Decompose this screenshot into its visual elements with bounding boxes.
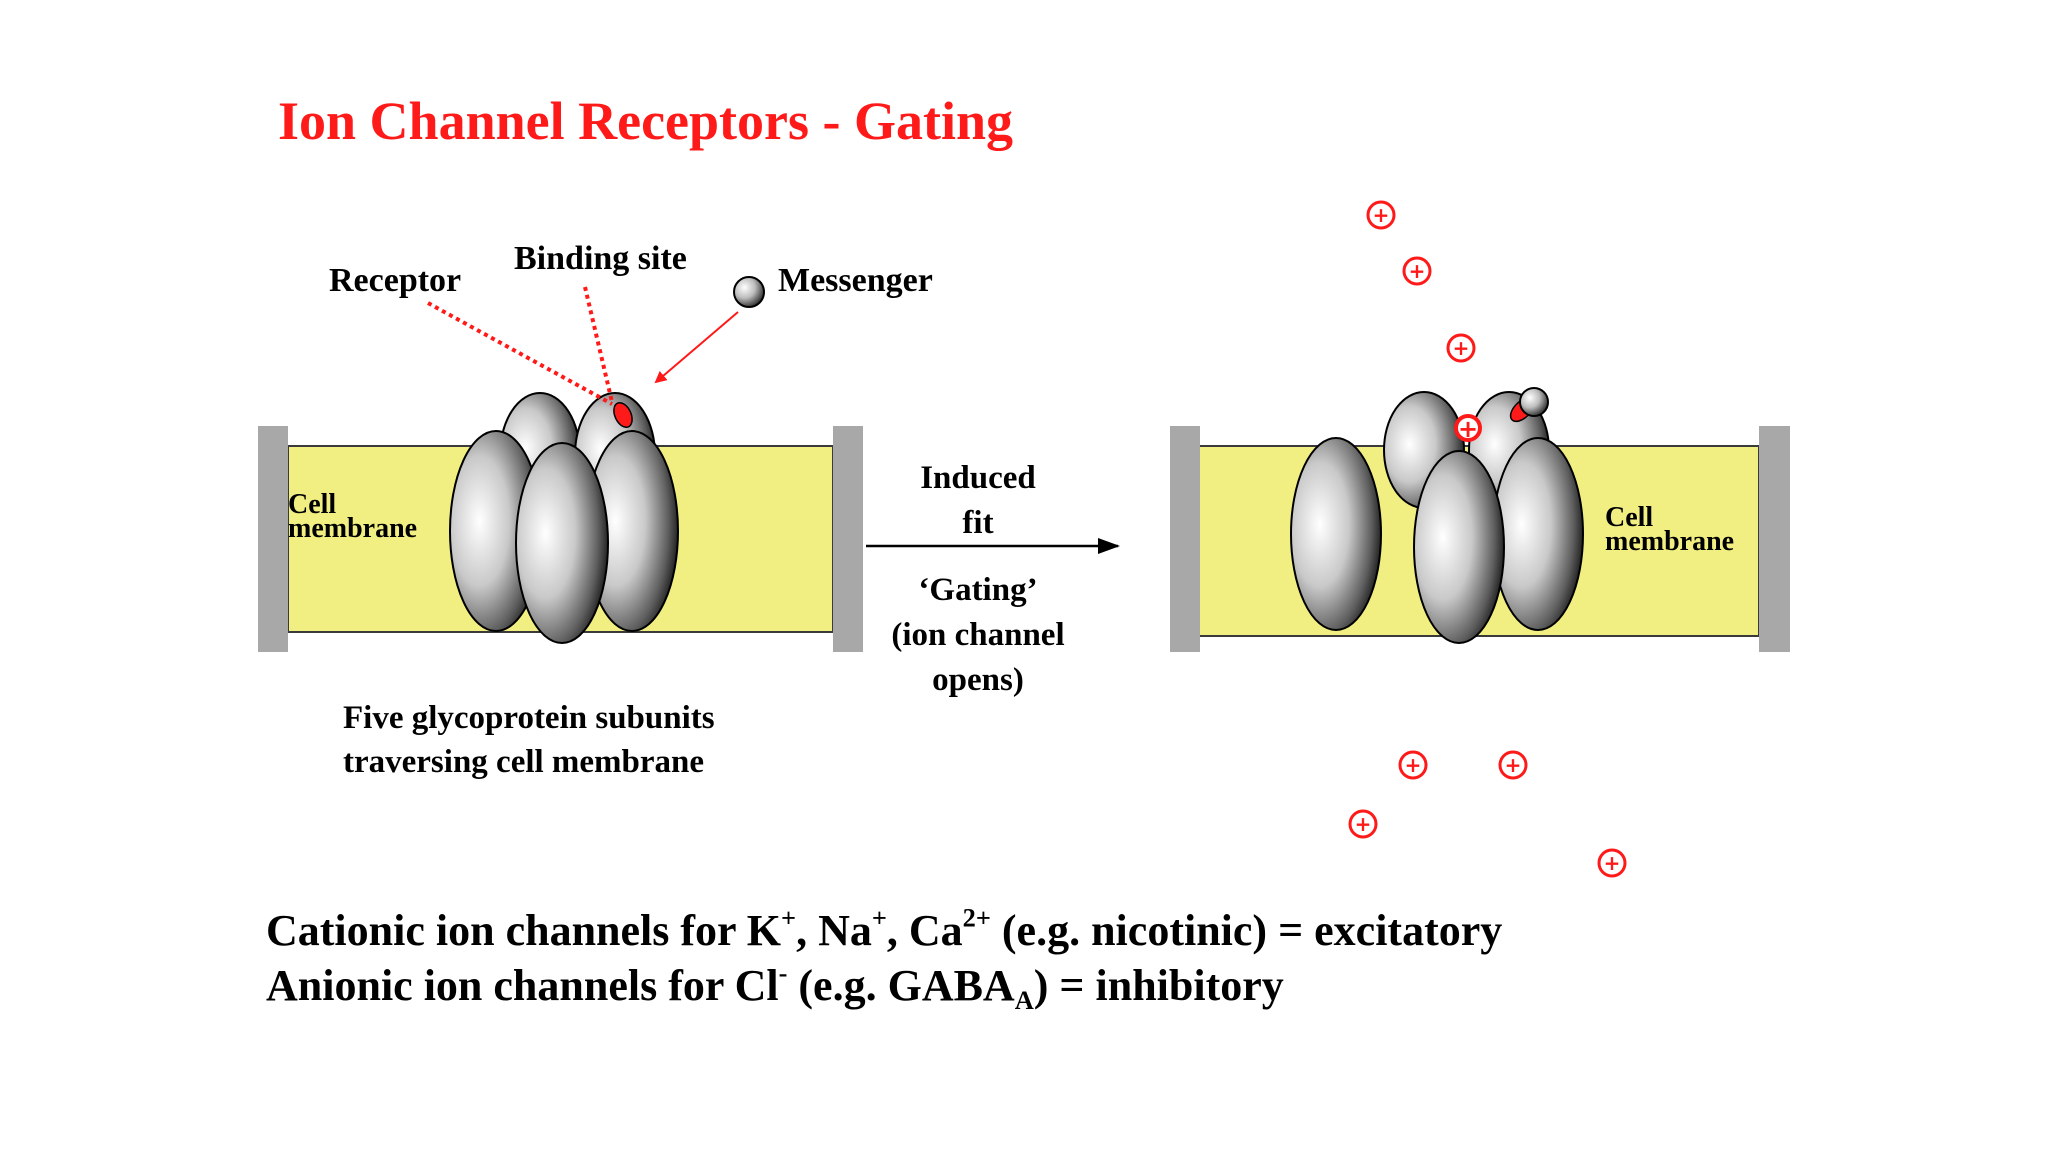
induced-fit-line1: Induced bbox=[920, 460, 1036, 496]
left-caption-line1: Five glycoprotein subunits bbox=[343, 700, 715, 736]
ca-charge: 2+ bbox=[962, 902, 991, 933]
right-membrane-label: Cell membrane bbox=[1605, 502, 1735, 557]
cation: + bbox=[1348, 809, 1378, 839]
cationic-note: Cationic ion channels for K+, Na+, Ca2+ … bbox=[266, 902, 1503, 956]
binding-site bbox=[613, 401, 633, 429]
binding-site-pointer bbox=[583, 286, 614, 403]
left-caption-line2: traversing cell membrane bbox=[343, 744, 705, 780]
open-subunit-front-3 bbox=[1492, 437, 1584, 631]
left-membrane-label-line2: membrane bbox=[288, 513, 418, 544]
cationic-suffix: (e.g. nicotinic) = excitatory bbox=[990, 906, 1503, 955]
messenger-molecule bbox=[733, 276, 765, 308]
anionic-suffix: ) = inhibitory bbox=[1033, 961, 1284, 1010]
left-membrane-edge-right bbox=[833, 426, 863, 652]
cation-ring bbox=[1446, 333, 1476, 363]
cation-ring bbox=[1498, 750, 1528, 780]
receptor-label: Receptor bbox=[329, 262, 462, 299]
gating-line3: opens) bbox=[932, 662, 1024, 698]
channel-ion-plus-icon: + bbox=[1458, 415, 1478, 443]
k-charge: + bbox=[781, 902, 797, 933]
plus-icon: + bbox=[1604, 851, 1621, 875]
cl-charge: - bbox=[778, 957, 788, 988]
cation-ring bbox=[1348, 809, 1378, 839]
messenger-arrow bbox=[654, 311, 739, 384]
messenger-label: Messenger bbox=[778, 262, 933, 299]
cation: + bbox=[1446, 333, 1476, 363]
left-membrane-edge-left bbox=[258, 426, 288, 652]
induced-fit-line2: fit bbox=[962, 505, 994, 541]
subunit-front-2 bbox=[515, 442, 609, 644]
left-membrane-label: Cell membrane bbox=[288, 489, 418, 544]
cationic-na: , Na bbox=[796, 906, 872, 955]
right-membrane-edge-left bbox=[1170, 426, 1200, 652]
open-subunit-front-2 bbox=[1413, 450, 1505, 644]
plus-icon: + bbox=[1505, 753, 1522, 777]
right-membrane-edge-right bbox=[1759, 426, 1790, 652]
plus-icon: + bbox=[1405, 753, 1422, 777]
anionic-mid: (e.g. GABA bbox=[787, 961, 1015, 1010]
receptor-closed bbox=[449, 392, 679, 644]
gating-line1: ‘Gating’ bbox=[918, 572, 1038, 608]
left-membrane-label-line1: Cell bbox=[288, 489, 337, 520]
receptor-pointer bbox=[427, 301, 613, 406]
gating-label: ‘Gating’ (ion channel opens) bbox=[858, 568, 1098, 703]
channel-ion bbox=[1454, 414, 1482, 442]
cation-ring bbox=[1366, 200, 1396, 230]
cation: + bbox=[1498, 750, 1528, 780]
cation: + bbox=[1597, 848, 1627, 878]
cationic-prefix: Cationic ion channels for K bbox=[266, 906, 782, 955]
cation: + bbox=[1402, 256, 1432, 286]
cationic-ca: , Ca bbox=[886, 906, 963, 955]
anionic-note: Anionic ion channels for Cl- (e.g. GABAA… bbox=[266, 957, 1284, 1013]
induced-fit-label: Induced fit bbox=[878, 456, 1078, 546]
cation-ring bbox=[1597, 848, 1627, 878]
cation: + bbox=[1366, 200, 1396, 230]
right-membrane-label-line1: Cell bbox=[1605, 502, 1654, 533]
slide-title: Ion Channel Receptors - Gating bbox=[278, 91, 1014, 151]
left-caption: Five glycoprotein subunits traversing ce… bbox=[343, 696, 715, 784]
receptor-open: + bbox=[1290, 387, 1584, 644]
plus-icon: + bbox=[1373, 203, 1390, 227]
open-subunit-front-1 bbox=[1290, 437, 1382, 631]
cation: + bbox=[1398, 750, 1428, 780]
plus-icon: + bbox=[1355, 812, 1372, 836]
cation-ring bbox=[1402, 256, 1432, 286]
bound-messenger bbox=[1519, 387, 1549, 417]
plus-icon: + bbox=[1453, 336, 1470, 360]
gaba-subscript: A bbox=[1014, 985, 1034, 1016]
cation-ring bbox=[1398, 750, 1428, 780]
cations: + + + + + + + bbox=[1348, 200, 1627, 878]
binding-site-label: Binding site bbox=[514, 240, 687, 277]
anionic-prefix: Anionic ion channels for Cl bbox=[266, 961, 779, 1010]
gating-line2: (ion channel bbox=[891, 617, 1065, 653]
right-membrane-label-line2: membrane bbox=[1605, 526, 1735, 557]
na-charge: + bbox=[871, 902, 887, 933]
plus-icon: + bbox=[1409, 259, 1426, 283]
